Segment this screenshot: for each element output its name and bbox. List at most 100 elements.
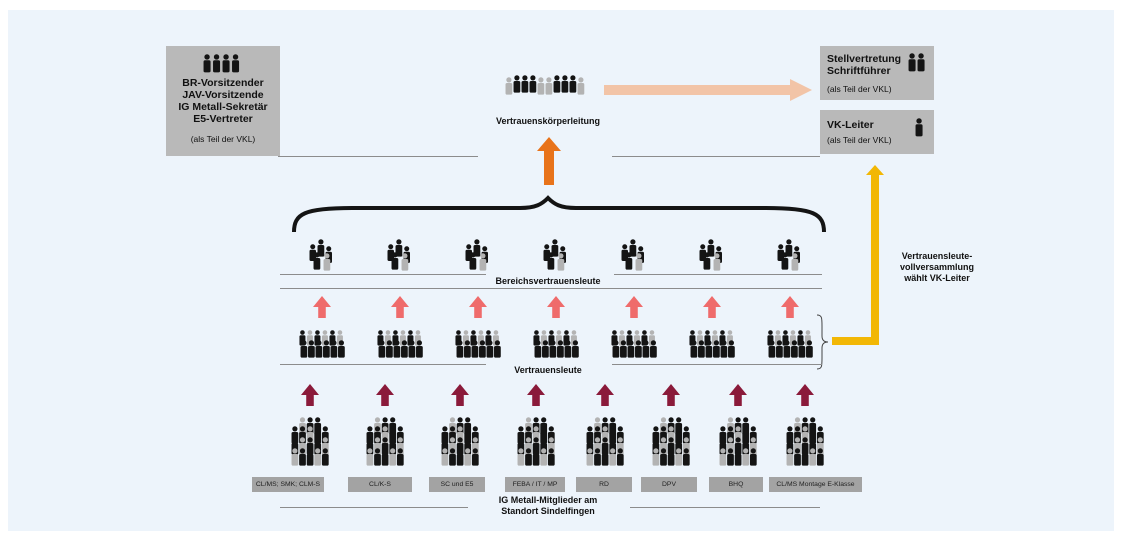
person-icon [727, 448, 734, 466]
box-line: Stellvertretung [827, 53, 902, 65]
person-icon [291, 448, 299, 466]
department-tag: CL/MS; SMK; CLM-S [252, 477, 324, 492]
arrow-up-icon [451, 384, 469, 406]
person-icon [401, 340, 408, 358]
person-icon [521, 75, 529, 93]
person-icon [635, 253, 643, 271]
person-icon [401, 253, 409, 271]
person-group-icon [908, 53, 925, 72]
person-icon [456, 448, 464, 466]
arrow-row [313, 296, 799, 318]
box-note: (als Teil der VKL) [190, 134, 256, 144]
person-icon [728, 340, 735, 358]
person-icon [586, 448, 594, 466]
department-tag: RD [576, 477, 632, 492]
curly-brace-icon [292, 195, 826, 233]
divider [280, 288, 822, 289]
box-line: IG Metall-Sekretär [178, 101, 268, 113]
vertrauensleute-row [299, 330, 813, 358]
arrow-up-icon [625, 296, 643, 318]
person-icon [323, 340, 330, 358]
person-icon [494, 340, 501, 358]
box-line: E5-Vertreter [193, 113, 253, 125]
person-icon [786, 448, 794, 466]
curly-brace-icon [816, 314, 829, 370]
person-icon [816, 448, 824, 466]
box-note: (als Teil der VKL) [827, 135, 892, 145]
person-icon [713, 340, 720, 358]
arrow-up-icon [596, 384, 614, 406]
person-icon [601, 448, 609, 466]
leadership-members-box: BR-Vorsitzender JAV-Vorsitzende IG Metal… [166, 46, 280, 156]
person-icon [471, 340, 479, 358]
person-icon [314, 448, 322, 466]
person-icon [791, 253, 799, 271]
person-icon [315, 340, 323, 358]
person-icon [366, 448, 374, 466]
person-icon [338, 340, 345, 358]
vkl-label: Vertrauenskörperleitung [495, 116, 601, 126]
department-tag: BHQ [709, 477, 763, 492]
person-icon [703, 252, 711, 270]
person-icon [642, 340, 650, 358]
person-icon [456, 340, 464, 358]
person-icon [801, 448, 809, 466]
person-icon [768, 340, 776, 358]
person-icon [561, 75, 569, 93]
person-icon [393, 340, 401, 358]
person-icon [569, 75, 577, 93]
divider [630, 507, 820, 508]
person-icon [917, 53, 925, 72]
arrow-up-icon [301, 384, 319, 406]
person-icon [300, 340, 308, 358]
box-title: VK-Leiter [827, 119, 874, 131]
label-line: vollversammlung [899, 262, 975, 272]
person-icon [798, 340, 806, 358]
person-icon [525, 448, 532, 466]
person-icon [323, 253, 331, 271]
arrow-up-icon [313, 296, 331, 318]
person-icon [742, 448, 750, 466]
person-icon [513, 75, 521, 93]
person-icon [416, 340, 423, 358]
person-icon [321, 448, 329, 466]
box-line: JAV-Vorsitzende [182, 89, 264, 101]
label-line: Vertrauensleute- [901, 251, 973, 261]
department-tag: CL/MS Montage E-Klasse [769, 477, 862, 492]
person-icon [564, 340, 572, 358]
arrow-up-icon [832, 165, 884, 345]
bereich-row [309, 239, 800, 271]
arrow-up-icon [537, 137, 561, 185]
person-icon [806, 340, 813, 358]
person-icon [705, 340, 713, 358]
person-icon [794, 448, 801, 466]
divider [614, 274, 822, 275]
person-icon [471, 448, 479, 466]
divider [278, 156, 478, 157]
arrow-up-icon [547, 296, 565, 318]
person-icon [549, 340, 557, 358]
person-icon [577, 77, 585, 95]
person-icon [408, 340, 416, 358]
person-icon [469, 252, 477, 270]
person-icon [682, 448, 690, 466]
bereich-label: Bereichsvertrauensleute [495, 276, 601, 286]
person-icon [572, 340, 579, 358]
department-tag: CL/K-S [348, 477, 412, 492]
person-icon [479, 340, 486, 358]
person-icon [517, 448, 525, 466]
person-icon [313, 252, 321, 270]
person-icon [232, 54, 240, 73]
person-icon [553, 75, 561, 93]
arrow-up-icon [729, 384, 747, 406]
person-icon [675, 448, 683, 466]
arrow-up-icon [469, 296, 487, 318]
box-line: BR-Vorsitzender [182, 77, 264, 89]
arrow-up-icon [376, 384, 394, 406]
diagram-canvas: BR-Vorsitzender JAV-Vorsitzende IG Metal… [8, 10, 1114, 531]
person-icon [299, 448, 306, 466]
arrow-up-icon [796, 384, 814, 406]
person-icon [213, 54, 221, 73]
person-icon [781, 252, 789, 270]
person-icon [915, 118, 923, 137]
